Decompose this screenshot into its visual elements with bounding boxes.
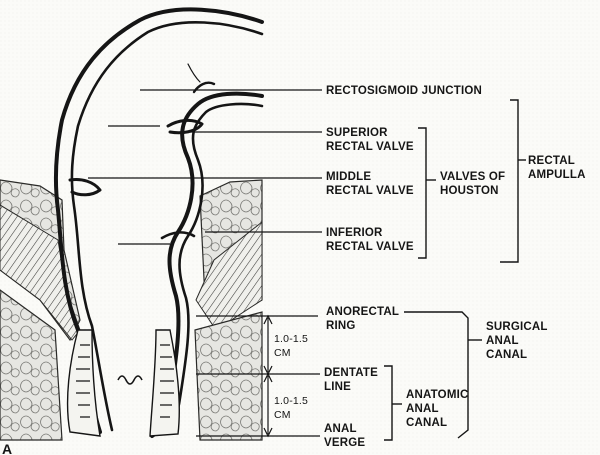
label-measure-upper: 1.0-1.5 CM bbox=[274, 333, 311, 359]
label-middle-rectal-valve: MIDDLE RECTAL VALVE bbox=[326, 171, 414, 197]
label-inferior-rectal-valve: INFERIOR RECTAL VALVE bbox=[326, 227, 414, 253]
label-valves-of-houston: VALVES OF HOUSTON bbox=[440, 171, 509, 197]
panel-letter: A bbox=[2, 441, 12, 455]
brackets bbox=[384, 99, 526, 441]
label-dentate-line: DENTATE LINE bbox=[324, 367, 381, 393]
label-anorectal-ring: ANORECTAL RING bbox=[326, 306, 402, 332]
leader-lines bbox=[88, 89, 322, 438]
anal-columns bbox=[76, 344, 174, 418]
label-superior-rectal-valve: SUPERIOR RECTAL VALVE bbox=[326, 127, 414, 153]
label-rectal-ampulla: RECTAL AMPULLA bbox=[528, 155, 586, 181]
label-measure-lower: 1.0-1.5 CM bbox=[274, 395, 311, 421]
label-anatomic-anal-canal: ANATOMIC ANAL CANAL bbox=[406, 389, 472, 429]
right-pelvic-tissue bbox=[194, 179, 263, 441]
label-surgical-anal-canal: SURGICAL ANAL CANAL bbox=[486, 321, 551, 361]
labels: RECTOSIGMOID JUNCTION SUPERIOR RECTAL VA… bbox=[2, 85, 586, 455]
label-anal-verge: ANAL VERGE bbox=[324, 423, 365, 449]
label-rectosigmoid-junction: RECTOSIGMOID JUNCTION bbox=[326, 85, 482, 97]
anal-sphincters bbox=[66, 329, 180, 437]
